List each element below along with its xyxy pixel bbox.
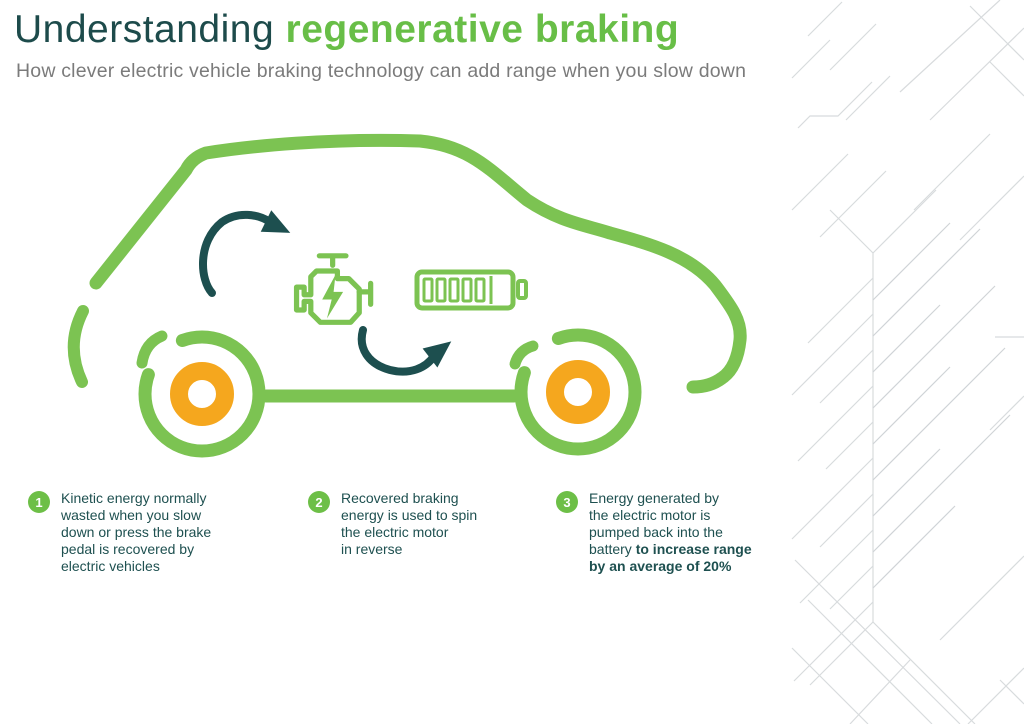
- pattern-ribs-right: [872, 222, 1011, 589]
- car-outline-icon: [67, 133, 747, 403]
- pattern-lines-bottom: [791, 555, 1024, 724]
- step-text-1: Kinetic energy normally wasted when you …: [61, 490, 212, 574]
- step-item-3: 3 Energy generated by the electric motor…: [556, 490, 781, 575]
- front-fender-arc: [136, 330, 168, 369]
- step-badge-3: 3: [556, 491, 578, 513]
- curved-arrow-top-icon: [199, 210, 291, 297]
- step-text-2: Recovered braking energy is used to spin…: [341, 490, 478, 557]
- step-text-3-bold: to increase range by an average of 20%: [589, 541, 752, 574]
- rear-fender-arc: [509, 340, 539, 370]
- step-badge-1: 1: [28, 491, 50, 513]
- wheel-icon-front: [138, 330, 266, 458]
- battery-icon: [414, 269, 528, 311]
- engine-lightning-icon: [293, 253, 374, 325]
- title-regular: Understanding: [14, 8, 286, 51]
- circuit-pattern: [791, 0, 1024, 724]
- title-bold: regenerative braking: [285, 8, 680, 51]
- wheel-icon-rear: [514, 328, 642, 456]
- pattern-spine: [791, 189, 937, 682]
- pattern-lines-top: [791, 0, 1024, 431]
- step-text-3-regular: Energy generated by the electric motor i…: [589, 490, 723, 557]
- front-bumper-arc: [67, 305, 89, 388]
- step-badge-2: 2: [308, 491, 330, 513]
- page-title: Understanding regenerative braking: [14, 8, 679, 53]
- page-subtitle: How clever electric vehicle braking tech…: [16, 60, 747, 82]
- step-item-2: 2 Recovered braking energy is used to sp…: [308, 490, 508, 558]
- step-text-3: Energy generated by the electric motor i…: [589, 490, 752, 575]
- step-item-1: 1 Kinetic energy normally wasted when yo…: [28, 490, 243, 575]
- curved-arrow-bottom-icon: [357, 326, 452, 376]
- car-diagram: [67, 133, 747, 458]
